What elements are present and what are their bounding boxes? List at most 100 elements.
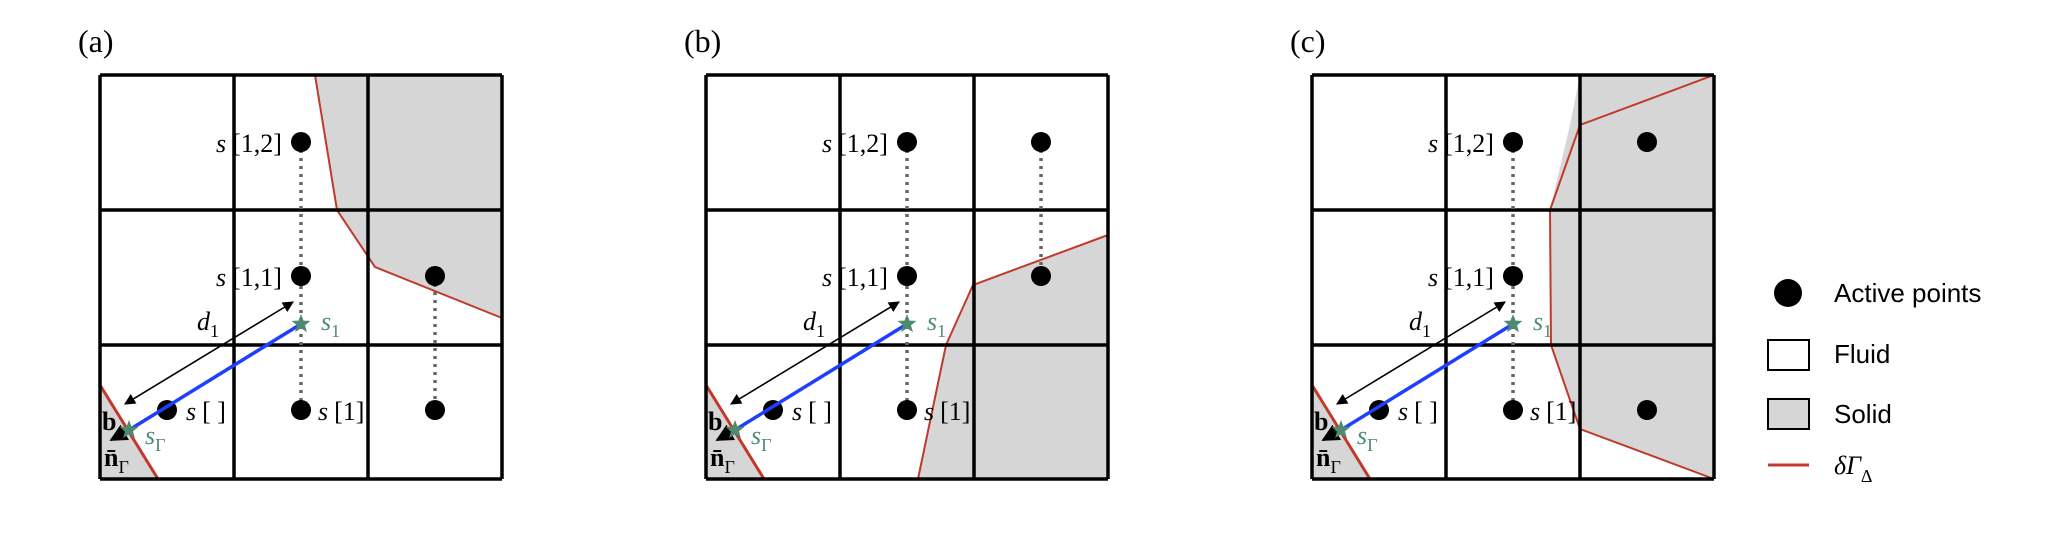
active-point <box>897 132 917 152</box>
label-s1-bottom-var: s <box>318 397 328 426</box>
legend-boundary-sub: Δ <box>1861 466 1873 486</box>
panel-label-text: (a) <box>78 23 114 59</box>
legend-fluid-label: Fluid <box>1834 339 1890 369</box>
label-s-idx: [ ] <box>202 397 226 426</box>
label-sgamma-sub: Γ <box>761 435 771 455</box>
legend-fluid-swatch <box>1767 339 1810 371</box>
label-s11-var: s <box>216 263 226 292</box>
label-s-idx: [ ] <box>808 397 832 426</box>
label-s1-bottom-idx: [1] <box>334 397 364 426</box>
s1-star-marker <box>897 314 917 333</box>
label-s: s[ ] <box>792 397 832 426</box>
label-s1-star: s1 <box>321 307 340 341</box>
label-sgamma-sub: Γ <box>155 435 165 455</box>
label-s1-bottom-var: s <box>924 397 934 426</box>
label-d1-var: d <box>1409 307 1423 336</box>
active-point <box>291 132 311 152</box>
label-s12: s[1,2] <box>216 129 282 158</box>
label-s: s[ ] <box>186 397 226 426</box>
distance-arrow <box>124 301 294 405</box>
label-s12-var: s <box>822 129 832 158</box>
label-s-idx: [ ] <box>1414 397 1438 426</box>
label-sgamma-var: s <box>1357 421 1367 450</box>
label-s1-bottom: s[1] <box>1530 397 1576 426</box>
label-d1-sub: 1 <box>816 321 825 341</box>
label-s1-star: s1 <box>927 307 946 341</box>
label-d1-var: d <box>803 307 817 336</box>
legend-solid-swatch <box>1767 398 1810 430</box>
s1-star-marker <box>291 314 311 333</box>
label-b: b <box>1314 407 1328 436</box>
label-s1-bottom: s[1] <box>924 397 970 426</box>
label-s12: s[1,2] <box>1428 129 1494 158</box>
label-s11: s[1,1] <box>216 263 282 292</box>
label-s1-star-sub: 1 <box>1543 321 1552 341</box>
legend-active-marker <box>1774 279 1802 307</box>
active-point <box>1637 400 1657 420</box>
label-s11-idx: [1,1] <box>838 263 888 292</box>
distance-arrow <box>1336 301 1506 405</box>
label-s1-star-var: s <box>321 307 331 336</box>
label-s1-star-var: s <box>927 307 937 336</box>
label-sgamma-var: s <box>145 421 155 450</box>
active-point <box>897 266 917 286</box>
label-s11-idx: [1,1] <box>1444 263 1494 292</box>
label-n: n̄Γ <box>710 443 735 477</box>
label-b: b <box>102 407 116 436</box>
panel-label: (a) <box>78 23 114 59</box>
label-b-var: b <box>708 407 722 436</box>
label-d1-sub: 1 <box>210 321 219 341</box>
label-n-var: n̄ <box>1316 443 1331 472</box>
solid-region <box>315 75 502 318</box>
label-b-var: b <box>102 407 116 436</box>
panel-label: (b) <box>684 23 721 59</box>
active-point <box>1503 266 1523 286</box>
label-n-var: n̄ <box>710 443 725 472</box>
legend-solid-label: Solid <box>1834 399 1892 429</box>
active-point <box>1637 132 1657 152</box>
label-n-sub: Γ <box>724 457 734 477</box>
active-point <box>1503 400 1523 420</box>
legend-boundary-main: δΓ <box>1834 451 1862 480</box>
panel-label: (c) <box>1290 23 1326 59</box>
label-s12-var: s <box>1428 129 1438 158</box>
label-n-sub: Γ <box>1330 457 1340 477</box>
label-s12-idx: [1,2] <box>232 129 282 158</box>
active-point <box>1031 132 1051 152</box>
legend: Active points Fluid Solid δΓΔ <box>1767 278 1981 486</box>
label-sgamma-sub: Γ <box>1367 435 1377 455</box>
panel-label-text: (c) <box>1290 23 1326 59</box>
label-s1-star-var: s <box>1533 307 1543 336</box>
label-n-var: n̄ <box>104 443 119 472</box>
label-s11-var: s <box>822 263 832 292</box>
label-s11-idx: [1,1] <box>232 263 282 292</box>
label-n-sub: Γ <box>118 457 128 477</box>
label-d1-var: d <box>197 307 211 336</box>
label-s12: s[1,2] <box>822 129 888 158</box>
label-d1: d1 <box>803 307 825 341</box>
boundary-line <box>1548 74 1715 480</box>
label-s1-star-sub: 1 <box>331 321 340 341</box>
legend-boundary-label: δΓΔ <box>1834 451 1872 486</box>
boundary-line <box>917 234 1109 480</box>
label-b-var: b <box>1314 407 1328 436</box>
label-sgamma: sΓ <box>145 421 166 455</box>
label-s-var: s <box>186 397 196 426</box>
active-point <box>425 400 445 420</box>
label-b: b <box>708 407 722 436</box>
label-n: n̄Γ <box>104 443 129 477</box>
active-point <box>291 266 311 286</box>
boundary-line <box>314 74 503 319</box>
active-point <box>1503 132 1523 152</box>
label-s1-bottom-idx: [1] <box>1546 397 1576 426</box>
active-point <box>1031 266 1051 286</box>
label-n: n̄Γ <box>1316 443 1341 477</box>
label-sgamma: sΓ <box>1357 421 1378 455</box>
label-s12-idx: [1,2] <box>838 129 888 158</box>
label-sgamma: sΓ <box>751 421 772 455</box>
active-point <box>291 400 311 420</box>
sgamma-star-marker <box>725 420 745 439</box>
